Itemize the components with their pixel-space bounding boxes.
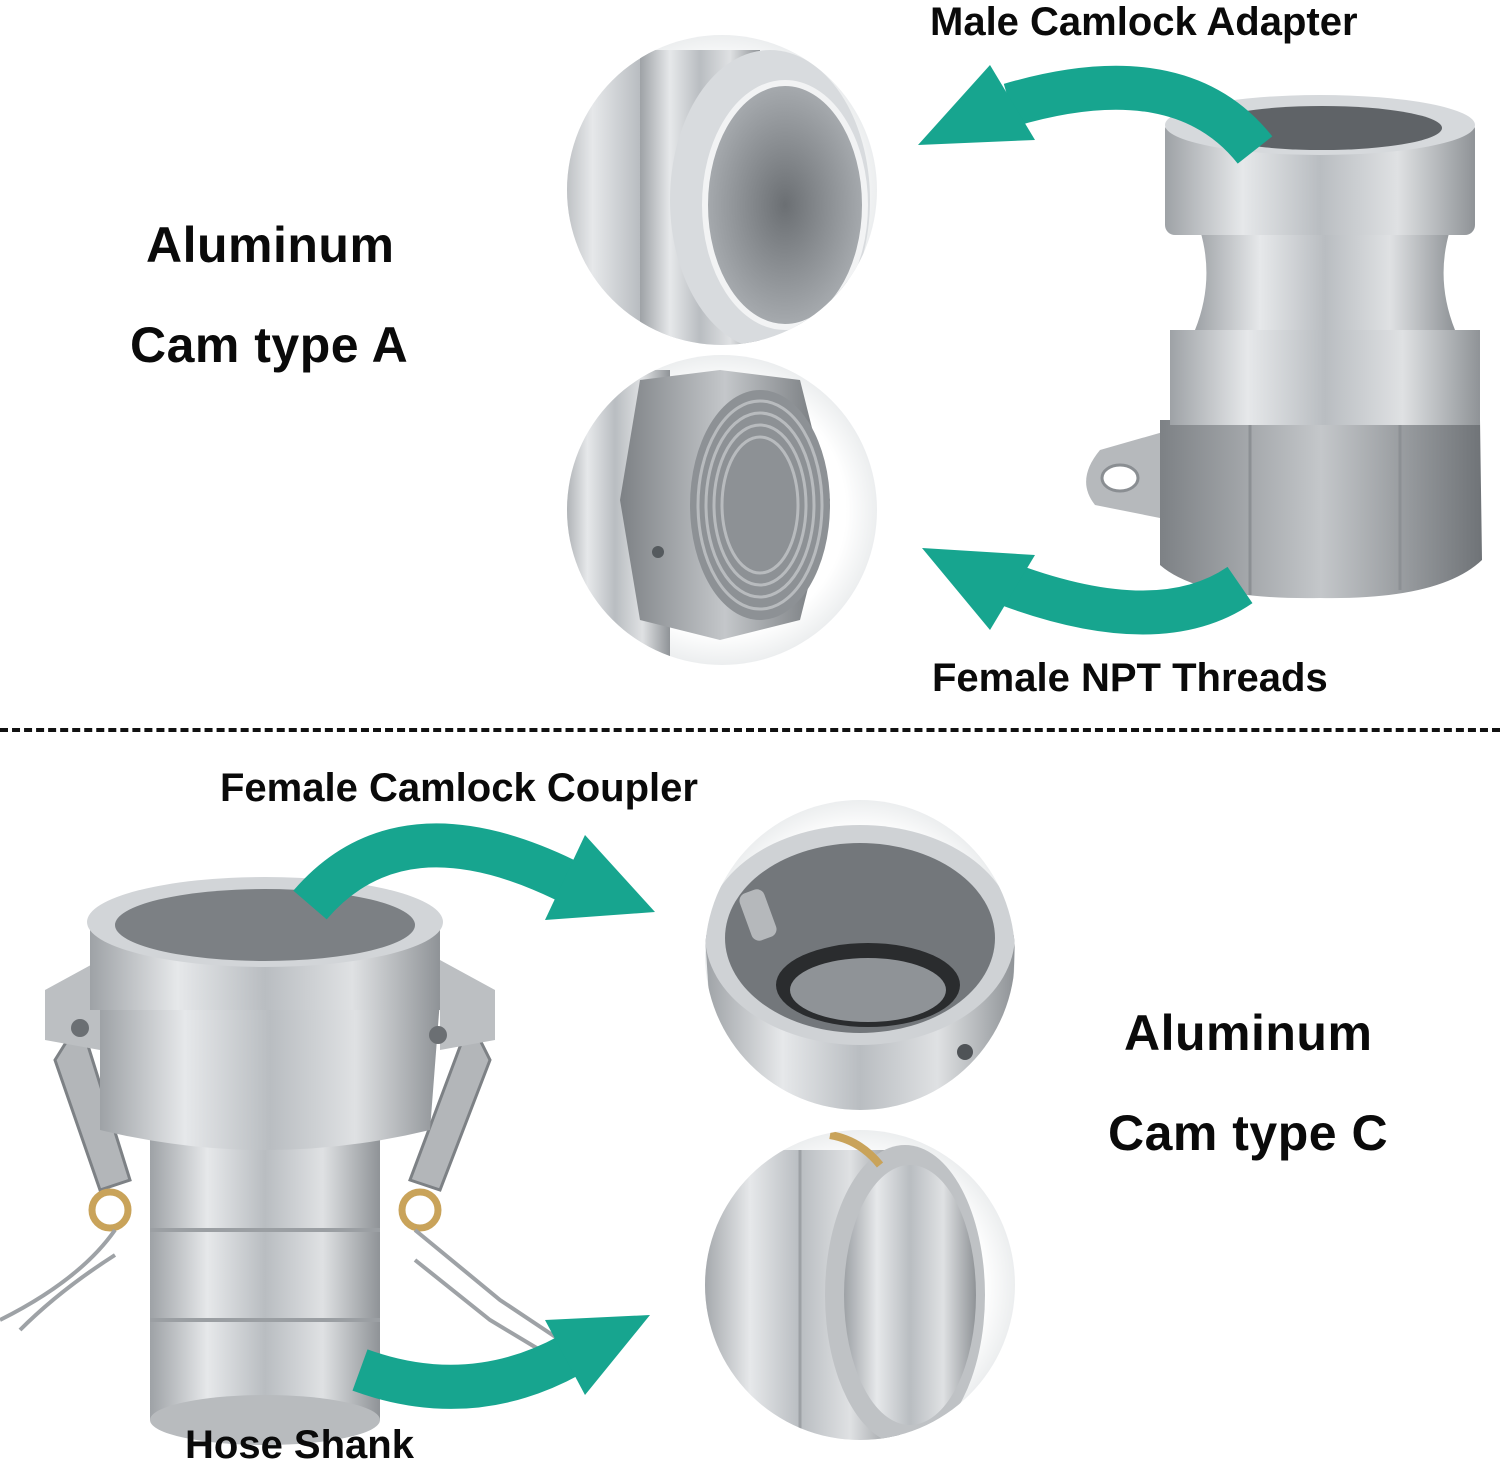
male-camlock-adapter-label: Male Camlock Adapter [930,0,1358,44]
curved-arrow-icon [918,65,1273,165]
section-a-title-line1: Aluminum [146,217,395,273]
section-c-title-line1: Aluminum [1124,1005,1373,1061]
male-camlock-adapter-illustration [1086,95,1482,599]
detail-circle-female-threads [567,355,877,665]
section-a-title-line2: Cam type A [130,317,409,373]
curved-arrow-icon [352,1315,650,1409]
female-camlock-coupler-illustration [0,877,562,1445]
detail-circle-male-end [567,35,877,345]
detail-circle-coupler-interior [705,800,1015,1110]
curved-arrow-icon [922,548,1253,635]
section-divider [0,728,1500,732]
female-npt-threads-label: Female NPT Threads [932,656,1328,700]
female-camlock-coupler-label: Female Camlock Coupler [220,766,698,810]
section-c-title-line2: Cam type C [1108,1105,1389,1161]
hose-shank-label: Hose Shank [185,1423,414,1465]
curved-arrow-icon [293,823,655,920]
detail-circle-hose-shank [705,1130,1015,1440]
